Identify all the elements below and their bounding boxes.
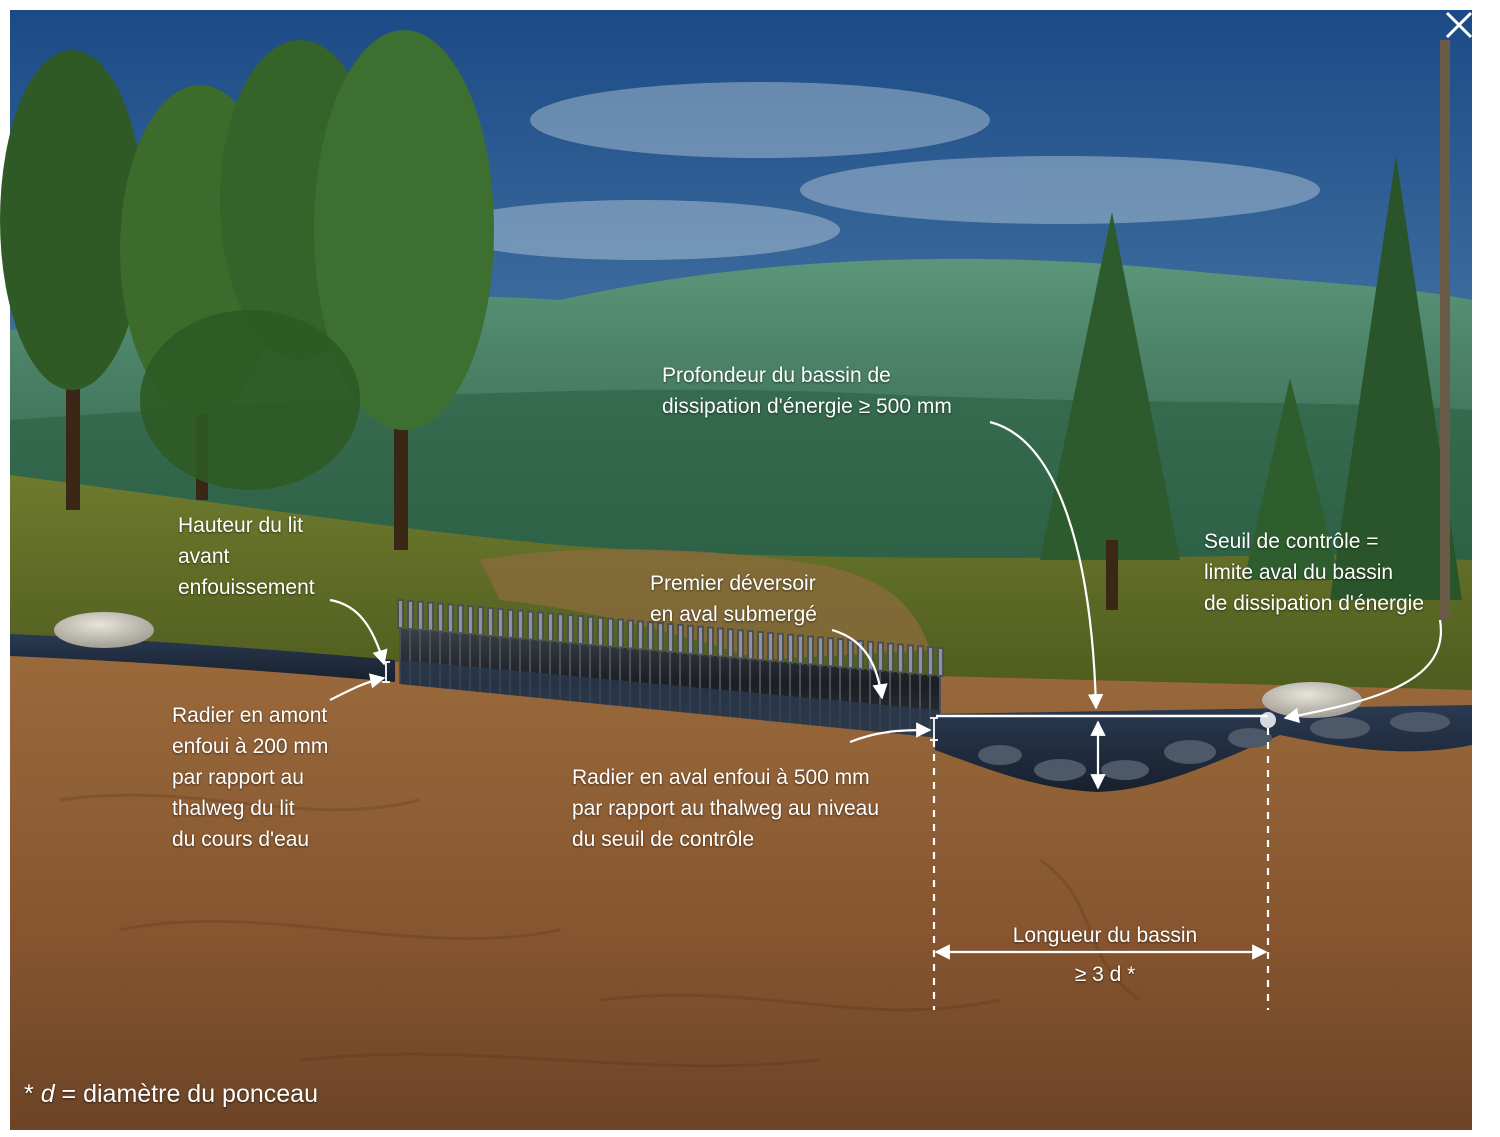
- culvert-rib-cap: [657, 622, 664, 653]
- culvert-rib-cap: [697, 625, 704, 656]
- culvert-rib-cap: [747, 630, 754, 661]
- culvert-rib-cap: [637, 620, 644, 651]
- label-upstream-invert: Radier en amont enfoui à 200 mm par rapp…: [172, 704, 329, 851]
- culvert-rib-cap: [607, 617, 614, 648]
- trees-right: [1040, 40, 1462, 620]
- culvert-rib-cap: [627, 619, 634, 650]
- stone-icon: [54, 612, 154, 648]
- downstream-invert-leader: [849, 722, 932, 744]
- culvert-rib-cap: [647, 621, 654, 652]
- control-sill-leader: [1283, 619, 1443, 723]
- culvert-rib-cap: [817, 636, 824, 667]
- culvert-rib-cap: [427, 601, 434, 632]
- invert-ticks: [382, 661, 938, 741]
- culvert-rib-cap: [787, 633, 794, 664]
- culvert-rib-cap: [767, 631, 774, 662]
- culvert-rib-cap: [827, 637, 834, 668]
- culvert-rib-cap: [457, 604, 464, 635]
- label-pool-length: Longueur du bassin ≥ 3 d *: [1012, 924, 1198, 986]
- label-control-sill: Seuil de contrôle = limite aval du bassi…: [1204, 530, 1424, 615]
- dirt-track: [480, 549, 930, 660]
- culvert-rib-cap: [837, 638, 844, 669]
- culvert-rib-cap: [777, 632, 784, 663]
- culvert-rib-cap: [417, 600, 424, 631]
- culvert-rib-cap: [717, 627, 724, 658]
- culvert-rib-cap: [907, 644, 914, 675]
- label-downstream-invert: Radier en aval enfoui à 500 mm par rappo…: [572, 766, 880, 851]
- culvert-pipe: [397, 599, 944, 738]
- culvert-rib-cap: [587, 615, 594, 646]
- culvert-rib-cap: [667, 623, 674, 653]
- close-icon: [1445, 11, 1473, 39]
- clouds: [440, 82, 1320, 260]
- culvert-rib-cap: [757, 631, 764, 661]
- culvert-rib-cap: [577, 615, 584, 645]
- culvert-rib-cap: [677, 623, 684, 654]
- label-first-weir: Premier déversoir en aval submergé: [650, 572, 817, 626]
- culvert-rib-cap: [477, 606, 484, 637]
- leader-lines: [329, 420, 1443, 960]
- trees-left: [0, 30, 494, 550]
- culvert-rib-cap: [707, 626, 714, 657]
- culvert-rib-cap: [937, 647, 944, 677]
- culvert-rib-cap: [877, 641, 884, 672]
- label-pool-depth: Profondeur du bassin de dissipation d'én…: [662, 364, 952, 418]
- culvert-rib-cap: [897, 643, 904, 674]
- pool-extent-dashes: [932, 728, 1270, 1010]
- culvert-rib-cap: [467, 605, 474, 636]
- culvert-rib-cap: [727, 628, 734, 659]
- culvert-rib-cap: [557, 613, 564, 644]
- culvert-rib-cap: [887, 642, 894, 673]
- culvert-rib-cap: [797, 634, 804, 665]
- upstream-invert-leader: [329, 673, 386, 701]
- pool-depth-leader: [989, 420, 1104, 710]
- culvert-rib-cap: [857, 639, 864, 670]
- pool-stones: [978, 712, 1450, 781]
- culvert-rib-cap: [407, 599, 414, 630]
- culvert-rib-cap: [527, 610, 534, 641]
- culvert-rib-cap: [597, 616, 604, 647]
- culvert-rib-cap: [447, 603, 454, 634]
- label-bed-height: Hauteur du lit avant enfouissement: [178, 514, 315, 599]
- footnote: * d = diamètre du ponceau: [24, 1080, 318, 1108]
- control-sill-marker: [1260, 712, 1276, 728]
- first-weir-leader: [831, 628, 888, 700]
- culvert-rib-cap: [847, 639, 854, 669]
- culvert-rib-cap: [487, 607, 494, 637]
- culvert-rib-cap: [737, 629, 744, 660]
- culvert-rib-cap: [497, 607, 504, 638]
- culvert-rib-cap: [917, 645, 924, 676]
- bed-height-leader: [329, 598, 388, 666]
- culvert-rib-cap: [567, 614, 574, 645]
- culvert-rib-cap: [517, 609, 524, 640]
- culvert-rib-cap: [537, 611, 544, 642]
- culvert-rib-cap: [927, 646, 934, 677]
- culvert-rib-cap: [397, 599, 404, 629]
- culvert-rib-cap: [617, 618, 624, 649]
- culvert-rib-cap: [807, 635, 814, 666]
- close-button[interactable]: [1442, 8, 1476, 42]
- culvert-rib-cap: [507, 608, 514, 639]
- culvert-rib-cap: [687, 624, 694, 655]
- culvert-rib-cap: [437, 602, 444, 633]
- culvert-rib-cap: [547, 612, 554, 643]
